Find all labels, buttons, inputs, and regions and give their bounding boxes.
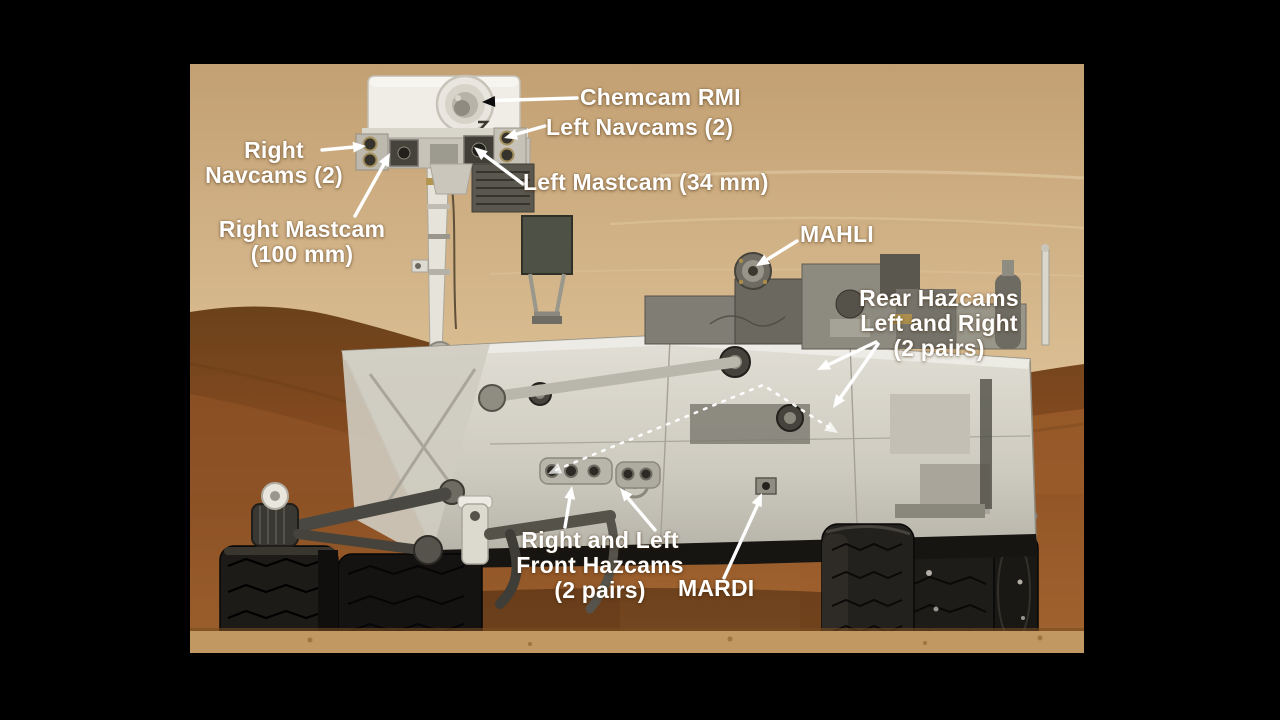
- robotic-arm: [251, 479, 465, 565]
- label-rear-hazcams: Rear Hazcams Left and Right (2 pairs): [849, 286, 1029, 361]
- cloud-streak: [659, 169, 1084, 180]
- arrowhead-left-navcams: [504, 129, 519, 140]
- deck-equipment: [644, 244, 1050, 350]
- right-mastcam-camera: [389, 139, 419, 167]
- leader-right-navcams: [320, 145, 356, 152]
- label-line: Rear Hazcams: [859, 285, 1019, 311]
- chemcam-lens: [435, 74, 495, 134]
- label-line: Left and Right: [860, 310, 1018, 336]
- label-line: Front Hazcams: [516, 552, 684, 578]
- label-line: Left Navcams (2): [546, 114, 734, 140]
- diagram-image: Chemcam RMI Left Navcams (2) Right Navca…: [190, 64, 1084, 653]
- leader-left-navcams: [515, 124, 547, 136]
- label-line: MARDI: [678, 575, 755, 601]
- wheel-left-middle: [337, 553, 483, 653]
- cloud-streak: [609, 216, 1084, 230]
- arrowhead-rear-hazcams-2: [833, 394, 845, 408]
- leader-mardi: [722, 502, 760, 580]
- leader-rear-hazcams-2: [839, 342, 880, 399]
- label-line: Chemcam RMI: [580, 84, 741, 110]
- label-left-mastcam: Left Mastcam (34 mm): [523, 170, 769, 195]
- leader-left-mastcam: [481, 152, 525, 186]
- arrowhead-front-hazcams-2: [620, 488, 633, 502]
- hidden-hazcam-dotted-line: [554, 383, 835, 472]
- arrowhead-chemcam: [482, 96, 496, 107]
- rover-illustration: [190, 64, 1084, 653]
- mardi-camera: [755, 477, 777, 495]
- label-line: Right and Left: [521, 527, 679, 553]
- leader-chemcam: [494, 96, 579, 103]
- label-line: Left Mastcam (34 mm): [523, 169, 769, 195]
- label-line: Right Mastcam: [218, 216, 386, 242]
- label-line: Navcams (2): [205, 162, 343, 188]
- wheel-right-front: [821, 523, 915, 651]
- arrowhead-right-navcams: [352, 141, 366, 153]
- leader-right-mastcam: [353, 162, 386, 218]
- label-line: Right: [244, 137, 304, 163]
- label-right-mastcam: Right Mastcam (100 mm): [212, 217, 392, 267]
- mast-electronics: [471, 163, 535, 213]
- label-front-hazcams: Right and Left Front Hazcams (2 pairs): [510, 528, 690, 603]
- label-line: MAHLI: [800, 221, 874, 247]
- dotted-arrowhead-left: [548, 463, 563, 474]
- leader-front-hazcams-2: [625, 495, 657, 532]
- label-mahli: MAHLI: [800, 222, 874, 247]
- label-mardi: MARDI: [678, 576, 754, 601]
- antenna: [1041, 249, 1050, 346]
- deck-mast-target: [521, 215, 573, 324]
- label-left-navcams: Left Navcams (2): [546, 115, 733, 140]
- arrowhead-front-hazcams-1: [564, 486, 576, 500]
- leader-rear-hazcams-1: [828, 340, 878, 366]
- leader-mahli: [766, 239, 799, 261]
- arrowhead-right-mastcam: [378, 153, 390, 168]
- leader-front-hazcams-1: [563, 495, 572, 529]
- foreground-sand: [190, 628, 1084, 653]
- arrowhead-mardi: [751, 493, 762, 508]
- arrowhead-mahli: [756, 254, 770, 266]
- suspension-left: [457, 495, 619, 614]
- label-chemcam-rmi: Chemcam RMI: [580, 85, 741, 110]
- label-right-navcams: Right Navcams (2): [190, 138, 358, 188]
- leader-arrows: [320, 96, 880, 580]
- dotted-arrowhead-right: [824, 421, 838, 433]
- label-line: (2 pairs): [893, 335, 985, 361]
- label-line: (100 mm): [250, 241, 354, 267]
- arrowhead-left-mastcam: [474, 147, 488, 161]
- arrowhead-rear-hazcams-1: [817, 359, 832, 370]
- label-line: (2 pairs): [554, 577, 646, 603]
